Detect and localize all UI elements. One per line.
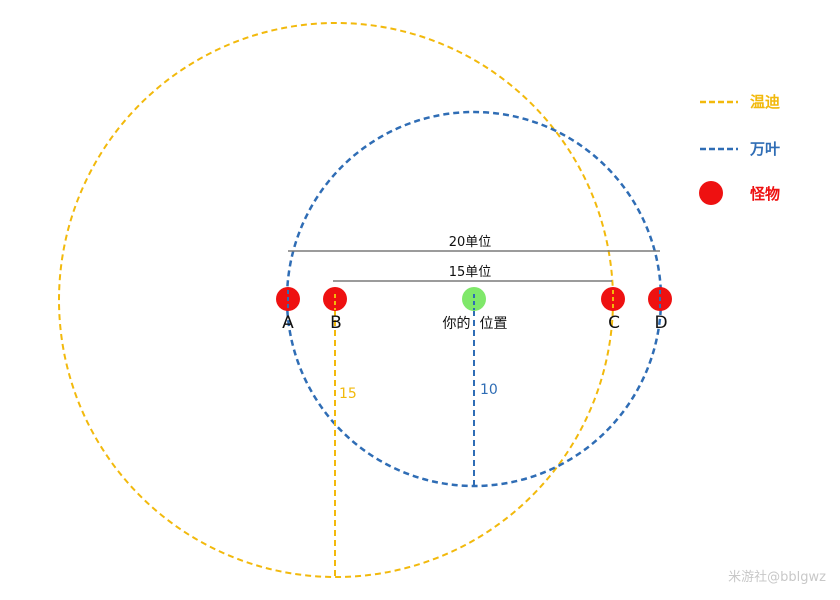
watermark-text: 米游社@bblgwz bbox=[728, 569, 826, 585]
player-position-label: 你的 位置 bbox=[443, 316, 508, 332]
point-c-label: C bbox=[608, 313, 620, 333]
legend-wendi-label: 温迪 bbox=[750, 93, 780, 111]
ruler-20-label: 20单位 bbox=[449, 235, 492, 250]
legend-monster-label: 怪物 bbox=[750, 185, 780, 203]
player-marker bbox=[462, 287, 486, 311]
wanye-radius-label: 10 bbox=[480, 382, 498, 398]
legend-monster-swatch bbox=[699, 181, 723, 205]
monster-b-marker bbox=[323, 287, 347, 311]
legend-wanye-label: 万叶 bbox=[749, 140, 780, 158]
ruler-15-label: 15单位 bbox=[449, 265, 492, 280]
point-b-label: B bbox=[330, 313, 342, 333]
point-d-label: D bbox=[654, 313, 667, 333]
point-a-label: A bbox=[282, 313, 294, 333]
wendi-radius-label: 15 bbox=[339, 386, 357, 402]
